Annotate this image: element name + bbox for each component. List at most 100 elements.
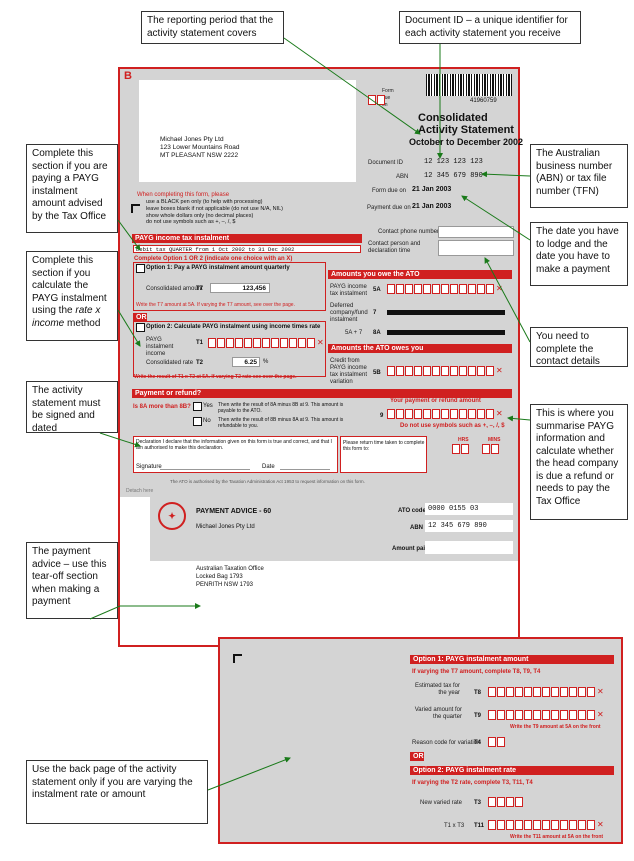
digit-box[interactable] [405,284,413,294]
digit-box[interactable] [551,687,559,697]
digit-box[interactable] [387,409,395,419]
t3-boxes[interactable] [488,797,523,807]
digit-box[interactable] [569,687,577,697]
digit-box[interactable] [524,820,532,830]
q8a-no-box[interactable] [193,417,202,426]
digit-box[interactable] [506,820,514,830]
q8a-yes-box[interactable] [193,402,202,411]
digit-box[interactable] [432,409,440,419]
digit-box[interactable] [405,366,413,376]
digit-box[interactable] [289,338,297,348]
digit-box[interactable] [244,338,252,348]
digit-box[interactable] [441,409,449,419]
option1-checkbox[interactable] [136,264,145,273]
digit-box[interactable] [587,820,595,830]
digit-box[interactable] [262,338,270,348]
digit-box[interactable] [235,338,243,348]
digit-box[interactable] [396,366,404,376]
t9-boxes[interactable]: ✕ [488,710,604,720]
digit-box[interactable] [208,338,216,348]
digit-box[interactable] [387,366,395,376]
digit-box[interactable] [560,820,568,830]
digit-box[interactable] [533,687,541,697]
digit-box[interactable] [423,366,431,376]
digit-box[interactable] [226,338,234,348]
digit-box[interactable] [542,687,550,697]
digit-box[interactable] [569,710,577,720]
digit-box[interactable] [486,366,494,376]
signature-line[interactable] [160,469,250,470]
digit-box[interactable] [450,409,458,419]
digit-box[interactable] [551,820,559,830]
digit-box[interactable] [414,284,422,294]
digit-box[interactable] [497,820,505,830]
digit-box[interactable] [280,338,288,348]
digit-box[interactable] [253,338,261,348]
digit-box[interactable] [271,338,279,348]
digit-box[interactable] [459,366,467,376]
digit-box[interactable] [506,687,514,697]
digit-box[interactable] [497,710,505,720]
digit-box[interactable] [450,366,458,376]
digit-box[interactable] [432,366,440,376]
option2-checkbox[interactable] [136,323,145,332]
digit-box[interactable] [488,710,496,720]
date-line[interactable] [280,469,330,470]
digit-box[interactable] [298,338,306,348]
t4-boxes[interactable] [488,737,505,747]
payment-boxes[interactable]: ✕ [387,409,503,419]
digit-box[interactable] [441,284,449,294]
mins-boxes[interactable] [482,444,499,454]
digit-box[interactable] [217,338,225,348]
t8-boxes[interactable]: ✕ [488,687,604,697]
digit-box[interactable] [578,820,586,830]
digit-box[interactable] [515,687,523,697]
digit-box[interactable] [468,409,476,419]
digit-box[interactable] [414,409,422,419]
digit-box[interactable] [506,710,514,720]
digit-box[interactable] [486,284,494,294]
digit-box[interactable] [515,710,523,720]
digit-box[interactable] [497,687,505,697]
digit-box[interactable] [432,284,440,294]
digit-box[interactable] [396,284,404,294]
t1-boxes[interactable]: ✕ [208,338,324,348]
digit-box[interactable] [488,820,496,830]
digit-box[interactable] [414,366,422,376]
digit-box[interactable] [450,284,458,294]
digit-box[interactable] [423,284,431,294]
digit-box[interactable] [468,366,476,376]
digit-box[interactable] [488,687,496,697]
t7-input[interactable]: 123,456 [210,283,270,293]
digit-box[interactable] [551,710,559,720]
contact-person-input[interactable] [438,240,514,256]
digit-box[interactable] [405,409,413,419]
digit-box[interactable] [396,409,404,419]
digit-box[interactable] [477,409,485,419]
digit-box[interactable] [477,284,485,294]
digit-box[interactable] [459,409,467,419]
digit-box[interactable] [468,284,476,294]
digit-box[interactable] [533,710,541,720]
digit-box[interactable] [578,687,586,697]
digit-box[interactable] [486,409,494,419]
digit-box[interactable] [569,820,577,830]
digit-box[interactable] [441,366,449,376]
digit-box[interactable] [587,687,595,697]
digit-box[interactable] [307,338,315,348]
digit-box[interactable] [524,687,532,697]
contact-phone-input[interactable] [438,226,514,238]
digit-box[interactable] [515,820,523,830]
digit-box[interactable] [542,820,550,830]
t2-input[interactable]: 6.25 [232,357,260,367]
t11-boxes[interactable]: ✕ [488,820,604,830]
digit-box[interactable] [423,409,431,419]
digit-box[interactable] [587,710,595,720]
owed-row-boxes[interactable]: ✕ [387,366,503,376]
hours-boxes[interactable] [452,444,469,454]
amount-paid-input[interactable] [425,541,513,554]
digit-box[interactable] [542,710,550,720]
digit-box[interactable] [578,710,586,720]
digit-box[interactable] [560,687,568,697]
owe-row-1-boxes[interactable]: ✕ [387,284,503,294]
